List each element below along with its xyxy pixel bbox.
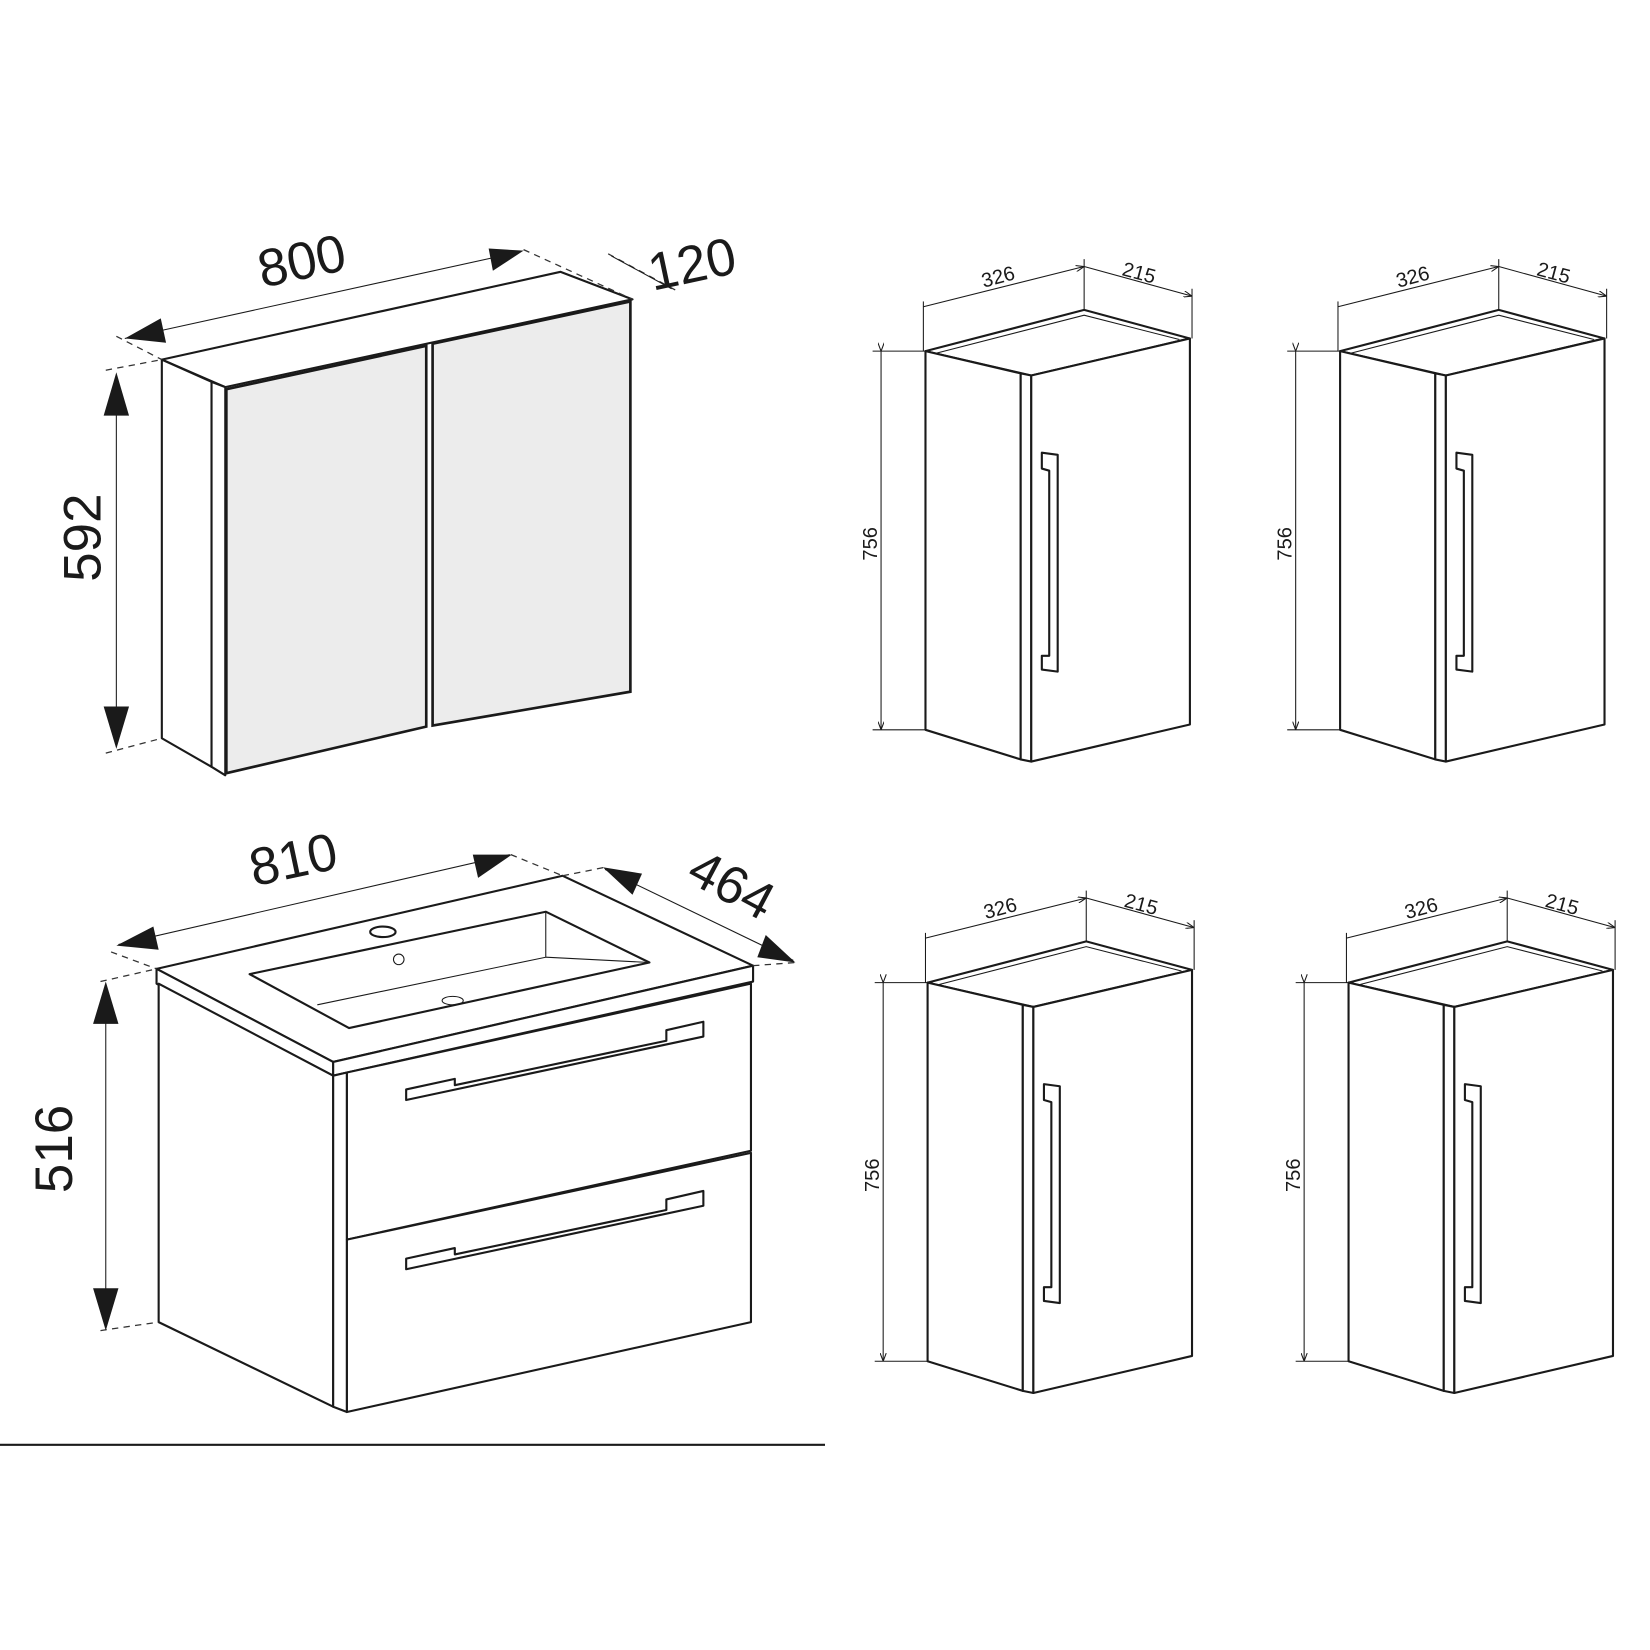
- mirror-height-dimension: 592: [53, 372, 130, 749]
- arrow-down-icon: [93, 1288, 119, 1331]
- mirror-cabinet-side: [160, 358, 213, 768]
- wall-cabinet-side: [924, 350, 1022, 761]
- wall-cabinet-door: [1030, 337, 1191, 763]
- wall-cabinet-side: [1339, 350, 1437, 761]
- vanity-unit: 810 464 516: [25, 822, 796, 1414]
- wall-cabinet-depth-label: 215: [1122, 890, 1160, 920]
- wall-cabinet-height-label: 756: [860, 527, 882, 561]
- wall-cabinets: 326 215 756 326 215 756: [860, 259, 1615, 1395]
- wall-cabinet-door: [1444, 337, 1606, 763]
- wall-cabinet-handle: [1463, 1083, 1482, 1305]
- wall-cabinet-width-label: 326: [1402, 894, 1440, 924]
- wall-cabinet-depth-label: 215: [1543, 890, 1581, 920]
- arrow-right-icon: [472, 854, 512, 878]
- tap-hole-icon: [369, 925, 397, 939]
- wall-cabinet-width-label: 326: [1394, 263, 1432, 293]
- arrow-down-icon: [103, 706, 130, 749]
- drawer-handle-top: [405, 1020, 705, 1102]
- wall-cabinet-height-label: 756: [1274, 527, 1296, 561]
- vanity-depth-label: 464: [679, 839, 785, 933]
- wall-cabinet-handle: [1040, 451, 1059, 673]
- wall-cabinet-handle: [1042, 1083, 1061, 1305]
- wall-cabinet: 326 215 756: [862, 890, 1194, 1395]
- wall-cabinet-door: [1453, 968, 1615, 1395]
- arrow-right-icon: [488, 248, 524, 271]
- wall-cabinet-side: [1347, 981, 1445, 1392]
- overflow-icon: [392, 953, 405, 966]
- wall-cabinet-side: [926, 981, 1024, 1392]
- drain-icon: [441, 995, 464, 1006]
- wall-cabinet-handle: [1455, 451, 1474, 673]
- wall-cabinet: 326 215 756: [1283, 890, 1615, 1395]
- vanity-height-dimension: 516: [25, 981, 119, 1331]
- vanity-countertop-front-edge: [332, 964, 755, 1077]
- wall-cabinet-door-edge: [1442, 1003, 1456, 1395]
- wall-cabinet-height-label: 756: [1283, 1159, 1305, 1193]
- mirror-door-right: [431, 299, 632, 728]
- mirror-cabinet: 800 120 592: [53, 223, 741, 777]
- vanity-front-edge: [332, 1071, 348, 1414]
- arrow-down-right-icon: [757, 935, 796, 963]
- mirror-width-label: 800: [253, 223, 352, 299]
- arrow-up-icon: [103, 372, 130, 416]
- vanity-width-label: 810: [244, 822, 343, 898]
- mirror-door-left: [225, 344, 428, 775]
- wall-cabinet-door-edge: [1021, 1003, 1035, 1395]
- vanity-height-label: 516: [25, 1105, 84, 1193]
- mirror-height-label: 592: [53, 493, 112, 581]
- arrow-left-icon: [116, 926, 159, 950]
- drawer-handle-bottom: [405, 1189, 705, 1271]
- arrow-up-icon: [93, 981, 119, 1024]
- wall-cabinet-width-label: 326: [981, 894, 1019, 924]
- wall-cabinet-width-label: 326: [979, 263, 1017, 293]
- mirror-cabinet-front-edge: [210, 380, 227, 777]
- arrow-up-left-icon: [602, 867, 643, 895]
- wall-cabinet-door: [1032, 968, 1194, 1395]
- mirror-depth-dimension: 120: [611, 227, 741, 303]
- arrow-left-icon: [124, 318, 167, 343]
- wall-cabinet-door-edge: [1434, 372, 1447, 763]
- wall-cabinet-depth-label: 215: [1534, 259, 1572, 289]
- wall-cabinet: 326 215 756: [1274, 259, 1606, 763]
- wall-cabinet: 326 215 756: [860, 259, 1192, 763]
- wall-cabinet-height-label: 756: [862, 1159, 884, 1193]
- wall-cabinet-depth-label: 215: [1120, 259, 1158, 289]
- wall-cabinet-door-edge: [1019, 372, 1033, 763]
- mirror-depth-label: 120: [643, 227, 742, 303]
